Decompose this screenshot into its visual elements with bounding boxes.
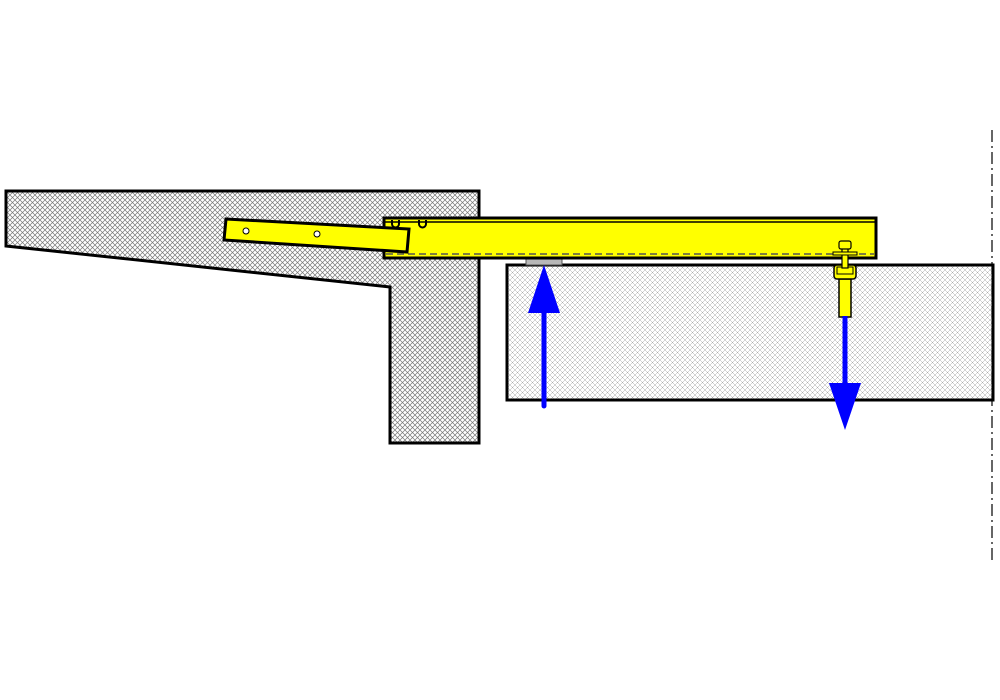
hook-icon [418,220,427,229]
tilted-connector-plate [222,217,411,254]
upward-force-arrow [528,265,560,409]
left-concrete-abutment [4,189,481,445]
downward-force-arrow [829,316,861,430]
right-concrete-slab [505,263,995,402]
yellow-steel-beam [382,216,878,260]
